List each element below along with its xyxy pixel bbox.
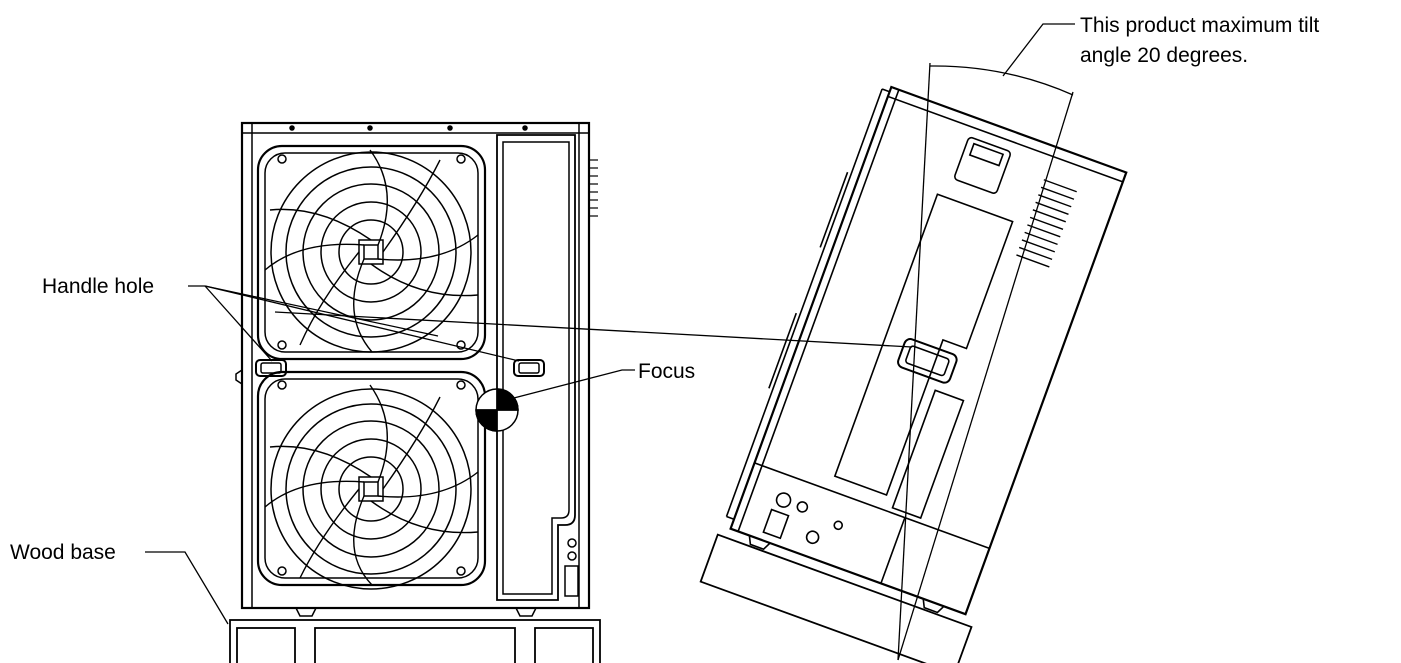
handle-hole-label: Handle hole bbox=[42, 275, 154, 298]
tilt-note-line1: This product maximum tilt bbox=[1080, 14, 1319, 37]
tilted-unit bbox=[699, 85, 1128, 663]
focus-symbol-icon bbox=[475, 388, 519, 432]
tilt-note-line2: angle 20 degrees. bbox=[1080, 44, 1248, 67]
tilt-angle-construction bbox=[897, 62, 1074, 661]
wood-base bbox=[229, 619, 601, 663]
wood-base-label: Wood base bbox=[10, 541, 116, 564]
upright-unit bbox=[235, 121, 598, 617]
leader-lines bbox=[145, 23, 1075, 625]
focus-label: Focus bbox=[638, 360, 695, 383]
